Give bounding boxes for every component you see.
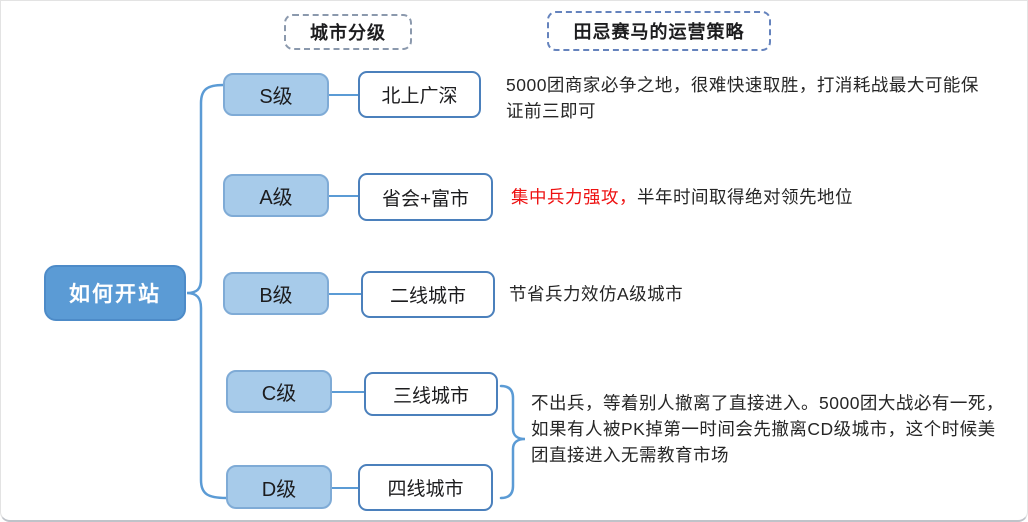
city-node-d-label: 四线城市 <box>387 479 464 500</box>
note-a-text: 半年时间取得绝对领先地位 <box>637 187 853 207</box>
tier-node-c-label: C级 <box>261 383 297 405</box>
strategy-header-label: 田忌赛马的运营策略 <box>573 22 745 42</box>
city-node-c-label: 三线城市 <box>392 385 469 407</box>
note-s-text: 5000团商家必争之地，很难快速取胜，打消耗战最大可能保证前三即可 <box>506 75 979 121</box>
tier-node-d-label: D级 <box>261 478 297 501</box>
city-node-b: 二线城市 <box>361 271 495 318</box>
city-node-c: 三线城市 <box>364 372 498 416</box>
tier-node-c: C级 <box>226 370 332 413</box>
city-tier-header-label: 城市分级 <box>310 23 386 43</box>
note-a-highlight: 集中兵力强攻， <box>511 187 637 207</box>
city-node-b-label: 二线城市 <box>389 286 466 307</box>
row-connector-c <box>332 391 364 393</box>
row-connector-s <box>329 94 358 96</box>
tier-node-b-label: B级 <box>259 285 293 307</box>
tier-node-a-label: A级 <box>259 187 293 209</box>
row-connector-a <box>329 195 358 197</box>
tier-node-s-label: S级 <box>259 86 293 108</box>
city-node-d: 四线城市 <box>358 464 493 511</box>
tier-node-a: A级 <box>223 174 329 217</box>
root-brace-connector <box>186 83 228 500</box>
row-connector-d <box>332 487 358 489</box>
city-node-s-label: 北上广深 <box>381 86 458 107</box>
tier-node-s: S级 <box>223 73 329 116</box>
note-cd-text: 不出兵，等着别人撤离了直接进入。5000团大战必有一死，如果有人被PK掉第一时间… <box>531 393 1004 465</box>
note-b: 节省兵力效仿A级城市 <box>509 281 929 307</box>
tier-node-b: B级 <box>223 272 329 315</box>
root-node-label: 如何开站 <box>69 283 161 306</box>
note-a: 集中兵力强攻，半年时间取得绝对领先地位 <box>511 184 1011 210</box>
city-node-a: 省会+富市 <box>358 173 493 221</box>
note-cd: 不出兵，等着别人撤离了直接进入。5000团大战必有一死，如果有人被PK掉第一时间… <box>531 390 1009 468</box>
city-node-a-label: 省会+富市 <box>381 188 470 210</box>
tier-node-d: D级 <box>226 465 332 509</box>
note-b-text: 节省兵力效仿A级城市 <box>509 284 684 304</box>
cd-group-brace <box>499 384 526 500</box>
strategy-header: 田忌赛马的运营策略 <box>547 11 771 51</box>
root-node: 如何开站 <box>44 265 186 321</box>
city-node-s: 北上广深 <box>358 71 481 118</box>
row-connector-b <box>329 293 361 295</box>
city-tier-header: 城市分级 <box>284 14 412 50</box>
note-s: 5000团商家必争之地，很难快速取胜，打消耗战最大可能保证前三即可 <box>506 72 992 124</box>
